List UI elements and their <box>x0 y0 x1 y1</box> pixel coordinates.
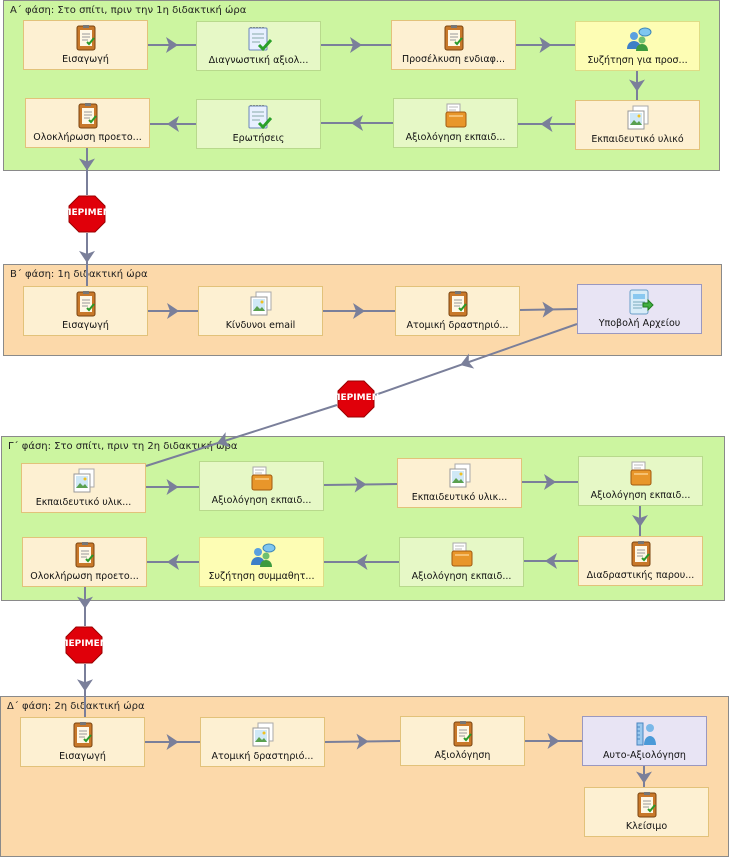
phase-title: Γ΄ φάση: Στο σπίτι, πριν τη 2η διδακτική… <box>8 441 238 452</box>
activity-label: Αξιολόγηση εκπαιδ... <box>411 571 512 582</box>
activity-label: Αυτο-Αξιολόγηση <box>603 750 686 761</box>
notepad-icon <box>72 24 100 52</box>
users-chat-icon <box>624 25 652 53</box>
activity-box[interactable]: Προσέλκυση ενδιαφ... <box>391 20 516 70</box>
assessment-box-icon <box>442 102 470 130</box>
activity-box[interactable]: Διαδραστικής παρου... <box>578 536 703 586</box>
notepad-icon <box>74 102 102 130</box>
activity-label: Αξιολόγηση εκπαιδ... <box>590 490 691 501</box>
activity-box[interactable]: Ολοκλήρωση προετο... <box>25 98 150 148</box>
activity-label: Διαγνωστική αξιολ... <box>208 55 309 66</box>
activity-label: Κλείσιμο <box>625 821 668 832</box>
stop-gate[interactable]: ΠΕΡΙΜΕΝΕ <box>61 626 107 664</box>
phase-title: Δ΄ φάση: 2η διδακτική ώρα <box>7 701 145 712</box>
quiz-check-icon <box>245 103 273 131</box>
assessment-box-icon <box>627 460 655 488</box>
activity-label: Εκπαιδευτικό υλικ... <box>411 492 508 503</box>
activity-label: Εισαγωγή <box>62 54 109 65</box>
activity-box[interactable]: Εισαγωγή <box>23 20 148 70</box>
activity-label: Διαδραστικής παρου... <box>586 570 695 581</box>
activity-label: Αξιολόγηση εκπαιδ... <box>211 495 312 506</box>
resource-image-icon <box>446 462 474 490</box>
phase-title: Β΄ φάση: 1η διδακτική ώρα <box>10 269 148 280</box>
stop-sign-icon <box>337 380 375 418</box>
activity-box[interactable]: Εκπαιδευτικό υλικ... <box>397 458 522 508</box>
activity-box[interactable]: Εκπαιδευτικό υλικό <box>575 100 700 150</box>
quiz-check-icon <box>245 25 273 53</box>
activity-label: Ατομική δραστηριό... <box>211 751 314 762</box>
activity-box[interactable]: Ολοκλήρωση προετο... <box>22 537 147 587</box>
users-chat-icon <box>248 541 276 569</box>
activity-label: Εισαγωγή <box>59 751 106 762</box>
activity-box[interactable]: Αξιολόγηση εκπαιδ... <box>578 456 703 506</box>
stop-sign-icon <box>68 195 106 233</box>
activity-box[interactable]: Αξιολόγηση εκπαιδ... <box>399 537 524 587</box>
phase-title: Α΄ φάση: Στο σπίτι, πριν την 1η διδακτικ… <box>10 5 247 16</box>
activity-box[interactable]: Διαγνωστική αξιολ... <box>196 21 321 71</box>
stop-gate[interactable]: ΠΕΡΙΜΕΝΕ <box>64 195 110 233</box>
stop-label: ΠΕΡΙΜΕΝΕ <box>64 208 110 218</box>
activity-label: Συζήτηση συμμαθητ... <box>208 571 315 582</box>
activity-label: Ερωτήσεις <box>232 133 285 144</box>
resource-image-icon <box>70 467 98 495</box>
stop-label: ΠΕΡΙΜΕΝΕ <box>333 393 379 403</box>
self-assessment-icon <box>631 720 659 748</box>
stop-sign-icon <box>65 626 103 664</box>
activity-box[interactable]: Υποβολή Αρχείου <box>577 284 702 334</box>
notepad-icon <box>69 721 97 749</box>
resource-image-icon <box>249 721 277 749</box>
stop-gate[interactable]: ΠΕΡΙΜΕΝΕ <box>333 380 379 418</box>
activity-label: Προσέλκυση ενδιαφ... <box>402 54 505 65</box>
activity-box[interactable]: Συζήτηση συμμαθητ... <box>199 537 324 587</box>
activity-box[interactable]: Αξιολόγηση εκπαιδ... <box>393 98 518 148</box>
activity-label: Κίνδυνοι email <box>225 320 296 331</box>
resource-image-icon <box>624 104 652 132</box>
assessment-box-icon <box>448 541 476 569</box>
activity-label: Συζήτηση για προσ... <box>587 55 688 66</box>
activity-box[interactable]: Ερωτήσεις <box>196 99 321 149</box>
activity-label: Αξιολόγηση <box>434 750 491 761</box>
activity-label: Υποβολή Αρχείου <box>598 318 681 329</box>
file-submit-icon <box>626 288 654 316</box>
activity-box[interactable]: Κλείσιμο <box>584 787 709 837</box>
notepad-icon <box>71 541 99 569</box>
activity-label: Ολοκλήρωση προετο... <box>33 132 142 143</box>
connector-arrowhead <box>77 679 93 692</box>
notepad-icon <box>449 720 477 748</box>
notepad-icon <box>72 290 100 318</box>
notepad-icon <box>633 791 661 819</box>
activity-box[interactable]: Κίνδυνοι email <box>198 286 323 336</box>
activity-label: Εισαγωγή <box>62 320 109 331</box>
activity-label: Εκπαιδευτικό υλικό <box>591 134 684 145</box>
activity-box[interactable]: Αξιολόγηση εκπαιδ... <box>199 461 324 511</box>
connector-arrowhead <box>79 250 95 263</box>
activity-label: Ολοκλήρωση προετο... <box>30 571 139 582</box>
assessment-box-icon <box>248 465 276 493</box>
notepad-icon <box>440 24 468 52</box>
activity-label: Ατομική δραστηριό... <box>406 320 509 331</box>
notepad-icon <box>444 290 472 318</box>
stop-label: ΠΕΡΙΜΕΝΕ <box>61 639 107 649</box>
activity-box[interactable]: Αξιολόγηση <box>400 716 525 766</box>
activity-box[interactable]: Εκπαιδευτικό υλικ... <box>21 463 146 513</box>
activity-box[interactable]: Εισαγωγή <box>23 286 148 336</box>
activity-box[interactable]: Συζήτηση για προσ... <box>575 21 700 71</box>
resource-image-icon <box>247 290 275 318</box>
activity-box[interactable]: Αυτο-Αξιολόγηση <box>582 716 707 766</box>
activity-label: Εκπαιδευτικό υλικ... <box>35 497 132 508</box>
notepad-icon <box>627 540 655 568</box>
activity-box[interactable]: Ατομική δραστηριό... <box>395 286 520 336</box>
activity-box[interactable]: Εισαγωγή <box>20 717 145 767</box>
activity-box[interactable]: Ατομική δραστηριό... <box>200 717 325 767</box>
activity-label: Αξιολόγηση εκπαιδ... <box>405 132 506 143</box>
